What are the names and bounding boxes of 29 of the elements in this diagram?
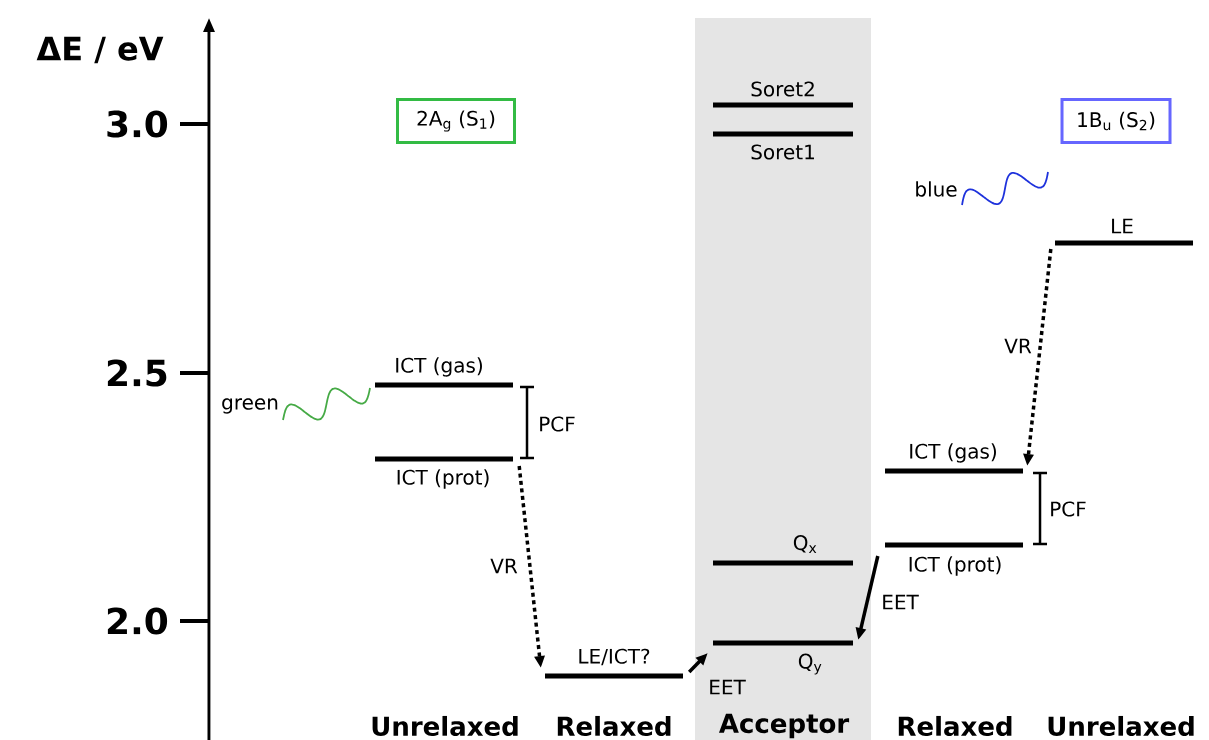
tick-label: 3.0 — [107, 110, 168, 138]
level-label: LE/ICT? — [579, 648, 650, 666]
level-label: ICT (prot) — [909, 556, 1001, 576]
column-label: Relaxed — [557, 715, 671, 737]
state-box: 1B$_{u}$ (S$_{2}$) — [1060, 98, 1172, 144]
edge-label: VR — [1004, 338, 1032, 354]
bracket-label: PCF — [540, 416, 575, 432]
level-label: LE — [1112, 218, 1133, 234]
column-label: Acceptor — [719, 713, 850, 739]
column-label: Unrelaxed — [1048, 715, 1194, 737]
level-label: ICT (gas) — [910, 443, 996, 463]
axis-title: ΔE / eV — [36, 36, 164, 64]
column-label: Relaxed — [898, 715, 1012, 737]
edge-label: EET — [710, 679, 746, 695]
wave-label: blue — [916, 181, 957, 197]
level-label: Soret2 — [751, 81, 814, 97]
edge-label: EET — [883, 594, 919, 610]
wave-label: green — [222, 398, 278, 414]
level-label: Soret1 — [751, 144, 814, 160]
state-box: 2A$_{g}$ (S$_{1}$) — [396, 98, 516, 144]
tick-label: 2.5 — [107, 359, 167, 387]
level-label: ICT (gas) — [396, 357, 482, 377]
level-label: Q$_{x}$ — [793, 535, 817, 553]
level-label: ICT (prot) — [397, 469, 489, 489]
tick-label: 2.0 — [107, 607, 168, 635]
column-label: Unrelaxed — [372, 715, 518, 737]
edge-label: VR — [490, 558, 518, 574]
bracket-label: PCF — [1051, 501, 1086, 517]
level-label: Q$_{y}$ — [798, 653, 822, 675]
